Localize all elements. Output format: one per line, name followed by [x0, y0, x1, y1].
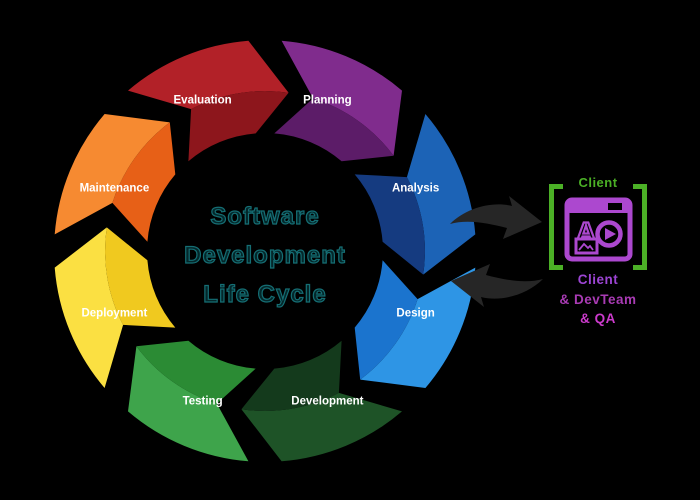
arrow-to-client-icon [450, 196, 542, 239]
segment-deployment: Deployment [54, 227, 176, 388]
segment-inner-fold [136, 340, 256, 404]
segment-analysis: Analysis [354, 114, 476, 275]
segment-outer-fold [128, 346, 249, 462]
segment-inner-fold [354, 260, 418, 380]
play-icon [595, 220, 623, 248]
segment-development: Development [241, 340, 402, 462]
title-line: Life Cycle [203, 280, 327, 308]
bracket-left-icon [549, 184, 563, 270]
browser-window-icon: A [564, 197, 633, 262]
segment-inner-fold [274, 98, 394, 162]
segment-label: Design [396, 307, 434, 319]
stakeholder-item: Client [577, 272, 619, 287]
segment-maintenance: Maintenance [54, 114, 176, 242]
segment-inner-fold [241, 340, 342, 411]
arrow-to-cycle-icon [451, 264, 543, 307]
bracket-right-icon [633, 184, 647, 270]
segment-inner-fold [105, 227, 176, 328]
segment-label: Planning [303, 94, 352, 106]
stakeholder-item: & QA [580, 311, 616, 326]
title-line: Development [184, 241, 346, 269]
sdlc-wheel: PlanningAnalysisDesignDevelopmentTesting… [54, 40, 476, 462]
segment-inner-fold [112, 122, 176, 242]
segment-outer-fold [360, 267, 476, 388]
stakeholder-list: Client & DevTeam & QA [528, 270, 668, 329]
segment-design: Design [354, 260, 476, 388]
segment-evaluation: Evaluation [128, 40, 289, 162]
segment-outer-fold [281, 40, 402, 156]
play-triangle-icon [605, 228, 616, 240]
segment-outer-fold [54, 227, 124, 388]
diagram-title: Software Development Life Cycle [145, 197, 385, 314]
segment-planning: Planning [274, 40, 402, 162]
stakeholder-item: & DevTeam [559, 291, 637, 307]
segment-label: Maintenance [80, 183, 150, 195]
segment-outer-fold [54, 114, 170, 235]
segment-outer-fold [241, 392, 402, 462]
segment-label: Development [291, 396, 363, 408]
segment-inner-fold [188, 91, 289, 162]
segment-label: Deployment [81, 307, 147, 319]
segment-label: Analysis [392, 183, 439, 195]
segment-label: Testing [183, 396, 223, 408]
title-line: Software [210, 202, 320, 230]
segment-outer-fold [128, 40, 289, 110]
client-label: Client [578, 175, 618, 190]
exchange-arrows [450, 196, 543, 307]
segment-label: Evaluation [174, 94, 232, 106]
image-mountains-icon [578, 242, 594, 251]
segment-testing: Testing [128, 340, 256, 462]
segment-outer-fold [406, 114, 476, 275]
titlebar-button [608, 203, 622, 210]
client-brackets [549, 184, 647, 270]
segment-inner-fold [354, 174, 425, 275]
